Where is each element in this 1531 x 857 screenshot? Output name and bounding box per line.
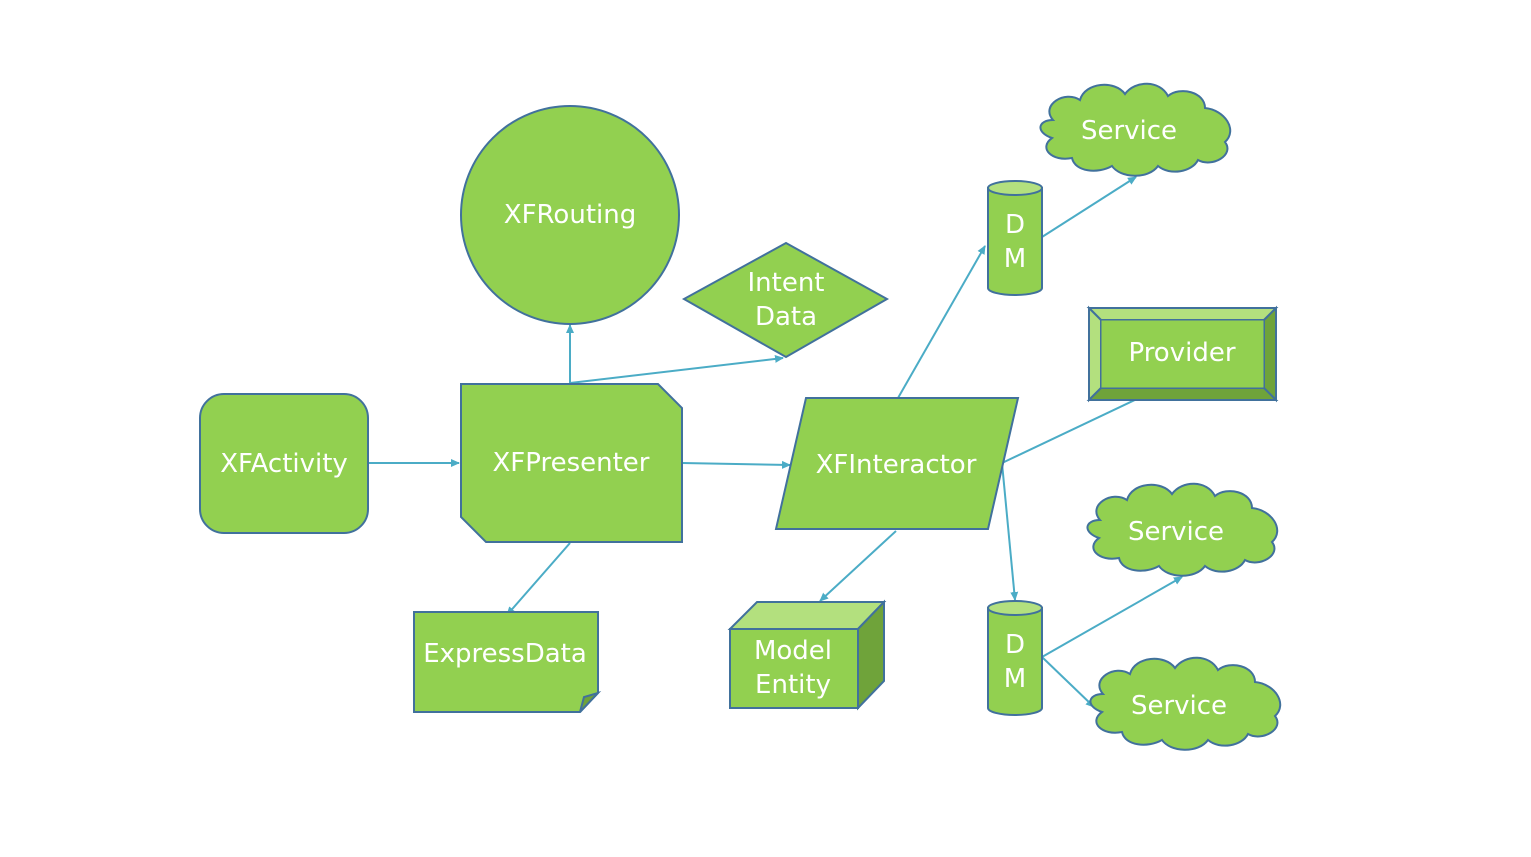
service-mid-label: Service — [1128, 517, 1224, 547]
expressdata-node[interactable]: ExpressData — [413, 611, 602, 713]
service-top-label: Service — [1081, 116, 1177, 146]
provider-node[interactable]: Provider — [1086, 305, 1279, 403]
xfinteractor-label: XFInteractor — [816, 450, 977, 480]
edge-dm-top-service-top — [1041, 176, 1137, 238]
service-bottom-label: Service — [1131, 691, 1227, 721]
expressdata-label: ExpressData — [423, 639, 587, 669]
model-entity-node[interactable]: Model Entity — [727, 599, 887, 711]
edge-dm-bottom-service-mid — [1041, 576, 1183, 658]
xfactivity-label: XFActivity — [220, 449, 348, 479]
xfrouting-label: XFRouting — [504, 200, 636, 230]
service-bottom-node[interactable]: Service — [1089, 656, 1282, 751]
edge-xfinteractor-provider — [1001, 388, 1159, 464]
intent-data-label-line1: Intent — [747, 268, 824, 298]
edges — [368, 176, 1183, 708]
xfpresenter-label: XFPresenter — [492, 448, 649, 478]
xfpresenter-node[interactable]: XFPresenter — [460, 383, 683, 543]
dm-bottom-label-line1: D — [1005, 630, 1025, 660]
edge-xfpresenter-xfinteractor — [681, 460, 791, 469]
xfactivity-node[interactable]: XFActivity — [199, 393, 369, 534]
dm-bottom-label-line2: M — [1004, 664, 1026, 694]
edge-xfpresenter-expressdata — [506, 542, 571, 616]
service-top-node[interactable]: Service — [1039, 82, 1232, 177]
model-entity-label-line1: Model — [754, 636, 832, 666]
edge-xfinteractor-dm-bottom — [1001, 462, 1019, 601]
dm-top-node[interactable]: D M — [987, 180, 1043, 296]
xfinteractor-node[interactable]: XFInteractor — [774, 397, 1020, 530]
intent-data-label-line2: Data — [755, 302, 817, 332]
edge-xfinteractor-dm-top — [897, 245, 986, 399]
model-entity-label-line2: Entity — [755, 670, 831, 700]
edge-xfinteractor-model-entity — [819, 530, 897, 602]
dm-top-label-line2: M — [1004, 244, 1026, 274]
dm-top-label-line1: D — [1005, 210, 1025, 240]
edge-xfpresenter-intent-data — [569, 354, 784, 384]
edge-dm-bottom-service-bottom — [1041, 656, 1095, 708]
xfrouting-node[interactable]: XFRouting — [460, 105, 680, 325]
service-mid-node[interactable]: Service — [1086, 482, 1279, 577]
intent-data-node[interactable]: Intent Data — [681, 241, 890, 359]
provider-label: Provider — [1128, 338, 1235, 368]
dm-bottom-node[interactable]: D M — [987, 600, 1043, 716]
